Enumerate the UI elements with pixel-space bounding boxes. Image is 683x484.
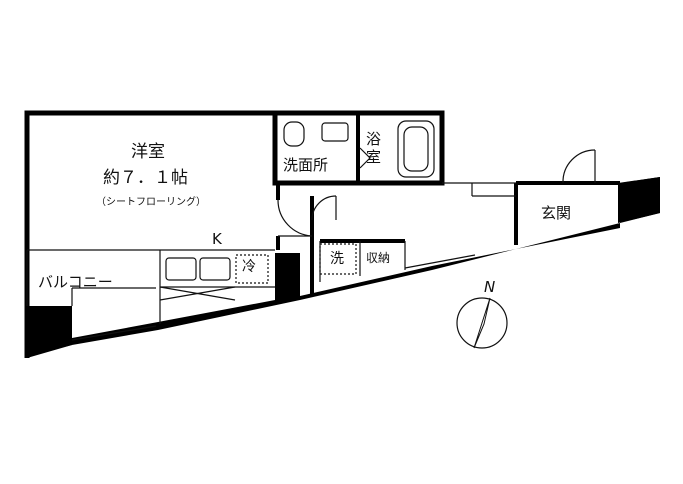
diagonal-wall-lower [158, 177, 660, 330]
interior-walls [276, 113, 620, 296]
fixtures [71, 120, 476, 341]
washer-label: 洗 [330, 251, 344, 267]
storage-label: 収納 [366, 251, 391, 265]
entrance-label: 玄関 [541, 204, 572, 222]
western-room-name: 洋室 [131, 142, 165, 162]
compass-north-label: N [484, 278, 496, 296]
doors [277, 147, 596, 237]
balcony-label: バルコニー [38, 273, 113, 291]
corner-pillar [27, 306, 72, 356]
kitchen-label: K [212, 230, 222, 248]
refrigerator-label: 冷 [242, 259, 256, 275]
western-room-size: 約７．１帖 [103, 168, 188, 188]
outer-walls [24, 110, 445, 358]
washroom-label: 洗面所 [283, 156, 329, 174]
western-room-flooring: （シートフローリング） [96, 197, 206, 208]
entrance-pillar [618, 177, 660, 223]
compass-icon [456, 297, 508, 349]
bathroom-label: 浴室 [366, 130, 382, 166]
